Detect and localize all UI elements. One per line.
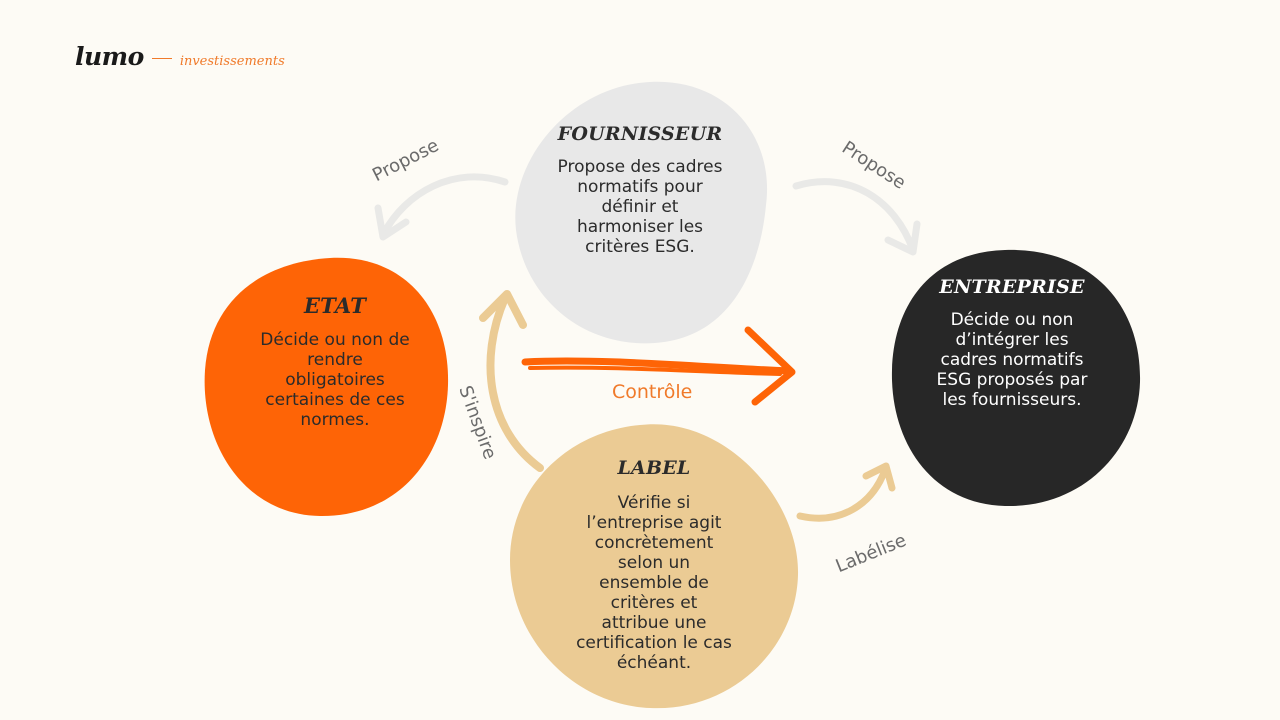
label-desc-line: selon un xyxy=(617,553,691,573)
labelise-arrowhead xyxy=(862,462,896,492)
fournisseur-desc-line: Propose des cadres xyxy=(557,157,723,177)
label-desc-line: échéant. xyxy=(616,653,692,673)
etat-desc-line: Décide ou non de xyxy=(260,330,410,350)
propose-right-arrowhead xyxy=(884,220,921,256)
label-desc-line: Vérifie si xyxy=(617,493,691,513)
etat-desc-line: normes. xyxy=(300,410,370,430)
etat-desc-line: rendre xyxy=(307,350,363,370)
brand-tagline: investissements xyxy=(179,54,285,69)
labelise-arrow xyxy=(796,466,889,522)
fournisseur-blob xyxy=(515,81,768,344)
label-node: LABEL Vérifie si l’entreprise agit concr… xyxy=(544,457,764,673)
etat-blob xyxy=(204,257,449,517)
entreprise-blob xyxy=(891,249,1141,507)
entreprise-node: ENTREPRISE Décide ou non d’intégrer les … xyxy=(902,276,1122,410)
label-desc-line: ensemble de xyxy=(599,573,709,593)
fournisseur-desc: Propose des cadres normatifs pour défini… xyxy=(530,157,750,257)
edge-label-controle: Contrôle xyxy=(612,381,693,403)
controle-arrowhead xyxy=(744,326,796,406)
fournisseur-desc-line: normatifs pour xyxy=(577,177,703,197)
brand-logo: lumo investissements xyxy=(75,42,285,71)
label-desc-line: certification le cas xyxy=(576,633,732,653)
controle-arrow xyxy=(521,357,792,375)
propose-left-arrow xyxy=(379,173,509,239)
brand-divider xyxy=(151,58,172,59)
label-title: LABEL xyxy=(617,457,691,479)
propose-left-arrowhead xyxy=(374,204,410,241)
etat-desc: Décide ou non de rendre obligatoires cer… xyxy=(225,330,445,430)
etat-title: ETAT xyxy=(303,293,367,318)
label-desc-line: concrètement xyxy=(594,533,714,553)
sinspire-arrow xyxy=(486,294,544,472)
fournisseur-desc-line: définir et xyxy=(601,197,679,217)
label-desc: Vérifie si l’entreprise agit concrètemen… xyxy=(544,493,764,673)
brand-name: lumo xyxy=(75,42,144,71)
sinspire-arrowhead xyxy=(479,290,527,329)
etat-desc-line: certaines de ces xyxy=(265,390,405,410)
etat-desc-line: obligatoires xyxy=(285,370,385,390)
label-desc-line: l’entreprise agit xyxy=(586,513,722,533)
fournisseur-desc-line: harmoniser les xyxy=(576,217,704,237)
fournisseur-title: FOURNISSEUR xyxy=(557,123,723,145)
entreprise-desc-line: les fournisseurs. xyxy=(942,390,1082,410)
controle-arrow-stroke2 xyxy=(528,365,782,376)
fournisseur-desc-line: critères ESG. xyxy=(585,237,695,257)
propose-right-arrow xyxy=(792,178,917,254)
label-desc-line: attribue une xyxy=(601,613,707,633)
entreprise-desc-line: ESG proposés par xyxy=(936,370,1088,390)
label-desc-line: critères et xyxy=(610,593,698,613)
label-blob xyxy=(510,424,799,709)
entreprise-desc-line: Décide ou non xyxy=(950,310,1074,330)
entreprise-desc-line: d’intégrer les xyxy=(955,330,1069,350)
fournisseur-node: FOURNISSEUR Propose des cadres normatifs… xyxy=(530,123,750,257)
entreprise-desc: Décide ou non d’intégrer les cadres norm… xyxy=(902,310,1122,410)
entreprise-title: ENTREPRISE xyxy=(939,276,1085,298)
entreprise-desc-line: cadres normatifs xyxy=(940,350,1084,370)
etat-node: ETAT Décide ou non de rendre obligatoire… xyxy=(225,293,445,430)
